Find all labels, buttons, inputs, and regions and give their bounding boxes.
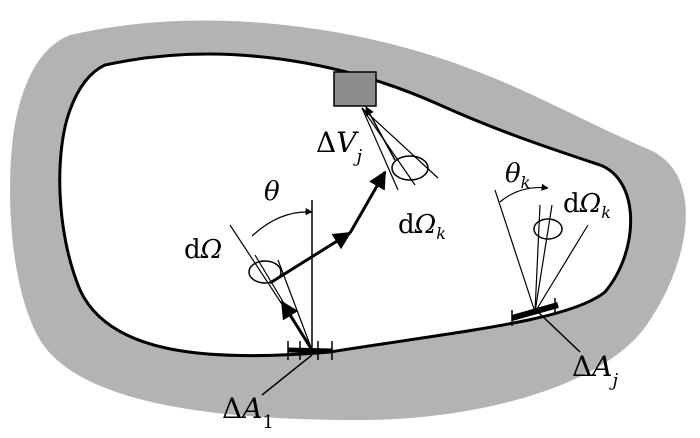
label-d-omega-k-right: dΩk xyxy=(563,189,611,222)
label-theta-k: θk xyxy=(505,159,530,192)
label-delta-a-1: ΔA1 xyxy=(222,392,274,433)
theta-arc xyxy=(251,208,313,237)
surface-element-a1 xyxy=(287,341,333,360)
label-delta-a-j: ΔAj xyxy=(572,350,618,391)
solid-angle-cone-vj xyxy=(361,107,439,191)
label-delta-v-j: ΔVj xyxy=(316,126,362,167)
label-d-omega: dΩ xyxy=(184,235,222,265)
label-theta: θ xyxy=(264,177,280,207)
leader-line-a1 xyxy=(261,354,313,396)
leader-line-aj xyxy=(537,311,581,353)
solid-angle-cone-aj xyxy=(494,183,589,313)
volume-element xyxy=(333,71,377,107)
enclosure-cavity xyxy=(58,52,633,358)
label-d-omega-k-center: dΩk xyxy=(398,210,446,243)
